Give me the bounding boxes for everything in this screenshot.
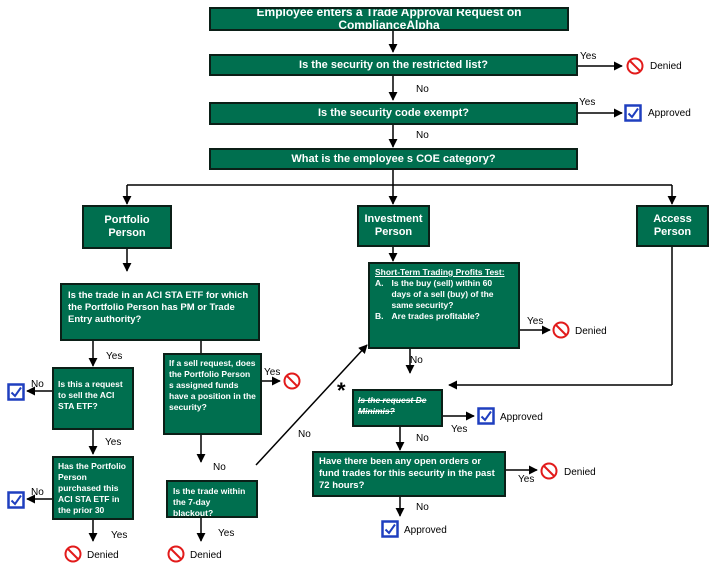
de-minimis-question: Is the request De Minimis?	[352, 389, 443, 427]
no-label: No	[416, 502, 429, 513]
approved-label: Approved	[500, 412, 543, 423]
aci-etf-question: Is the trade in an ACI STA ETF for which…	[60, 283, 260, 341]
no-entry-icon	[64, 545, 82, 563]
stp-b-mark: B.	[375, 311, 384, 321]
approved-label: Approved	[404, 525, 447, 536]
approved-label: Approved	[648, 108, 691, 119]
no-label: No	[410, 355, 423, 366]
investment-person-box: Investment Person	[357, 205, 430, 247]
no-label: No	[298, 429, 311, 440]
yes-label: Yes	[518, 474, 535, 485]
open-orders-question: Have there been any open orders or fund …	[312, 451, 506, 497]
checkbox-check-icon	[624, 104, 642, 122]
no-label: No	[416, 130, 429, 141]
no-entry-icon	[283, 372, 301, 390]
coe-category-question: What is the employee s COE category?	[209, 148, 578, 170]
checkbox-check-icon	[477, 407, 495, 425]
no-entry-icon	[540, 462, 558, 480]
denied-label: Denied	[87, 550, 119, 561]
yes-label: Yes	[451, 424, 468, 435]
checkbox-check-icon	[7, 491, 25, 509]
stp-a-mark: A.	[375, 278, 384, 288]
yes-label: Yes	[106, 351, 123, 362]
yes-label: Yes	[527, 316, 544, 327]
security-exempt-question: Is the security code exempt?	[209, 102, 578, 125]
access-person-box: Access Person	[636, 205, 709, 247]
no-label: No	[31, 487, 44, 498]
no-label: No	[31, 379, 44, 390]
stp-title: Short-Term Trading Profits Test:	[375, 267, 505, 277]
denied-label: Denied	[190, 550, 222, 561]
no-entry-icon	[552, 321, 570, 339]
stp-b: Are trades profitable?	[391, 311, 480, 321]
no-entry-icon	[626, 57, 644, 75]
denied-label: Denied	[575, 326, 607, 337]
no-label: No	[416, 433, 429, 444]
asterisk-mark: *	[337, 378, 346, 403]
sell-aci-etf-question: Is this a request to sell the ACI STA ET…	[52, 367, 134, 430]
checkbox-check-icon	[7, 383, 25, 401]
yes-label: Yes	[105, 437, 122, 448]
yes-label: Yes	[264, 367, 281, 378]
denied-label: Denied	[650, 61, 682, 72]
no-entry-icon	[167, 545, 185, 563]
denied-label: Denied	[564, 467, 596, 478]
portfolio-person-box: Portfolio Person	[82, 205, 172, 249]
blackout-question: Is the trade within the 7-day blackout?	[166, 480, 258, 518]
yes-label: Yes	[580, 51, 597, 62]
no-label: No	[213, 462, 226, 473]
purchased-30-days-question: Has the Portfolio Person purchased this …	[52, 456, 134, 520]
yes-label: Yes	[579, 97, 596, 108]
start-box: Employee enters a Trade Approval Request…	[209, 7, 569, 31]
de-minimis-text: Is the request De Minimis?	[358, 395, 427, 416]
restricted-list-question: Is the security on the restricted list?	[209, 54, 578, 76]
checkbox-check-icon	[381, 520, 399, 538]
stp-a: Is the buy (sell) within 60 days of a se…	[391, 278, 494, 310]
no-label: No	[416, 84, 429, 95]
yes-label: Yes	[111, 530, 128, 541]
short-term-profits-test-box: Short-Term Trading Profits Test: A. Is t…	[368, 262, 520, 349]
sell-request-position-question: If a sell request, does the Portfolio Pe…	[163, 353, 262, 435]
yes-label: Yes	[218, 528, 235, 539]
